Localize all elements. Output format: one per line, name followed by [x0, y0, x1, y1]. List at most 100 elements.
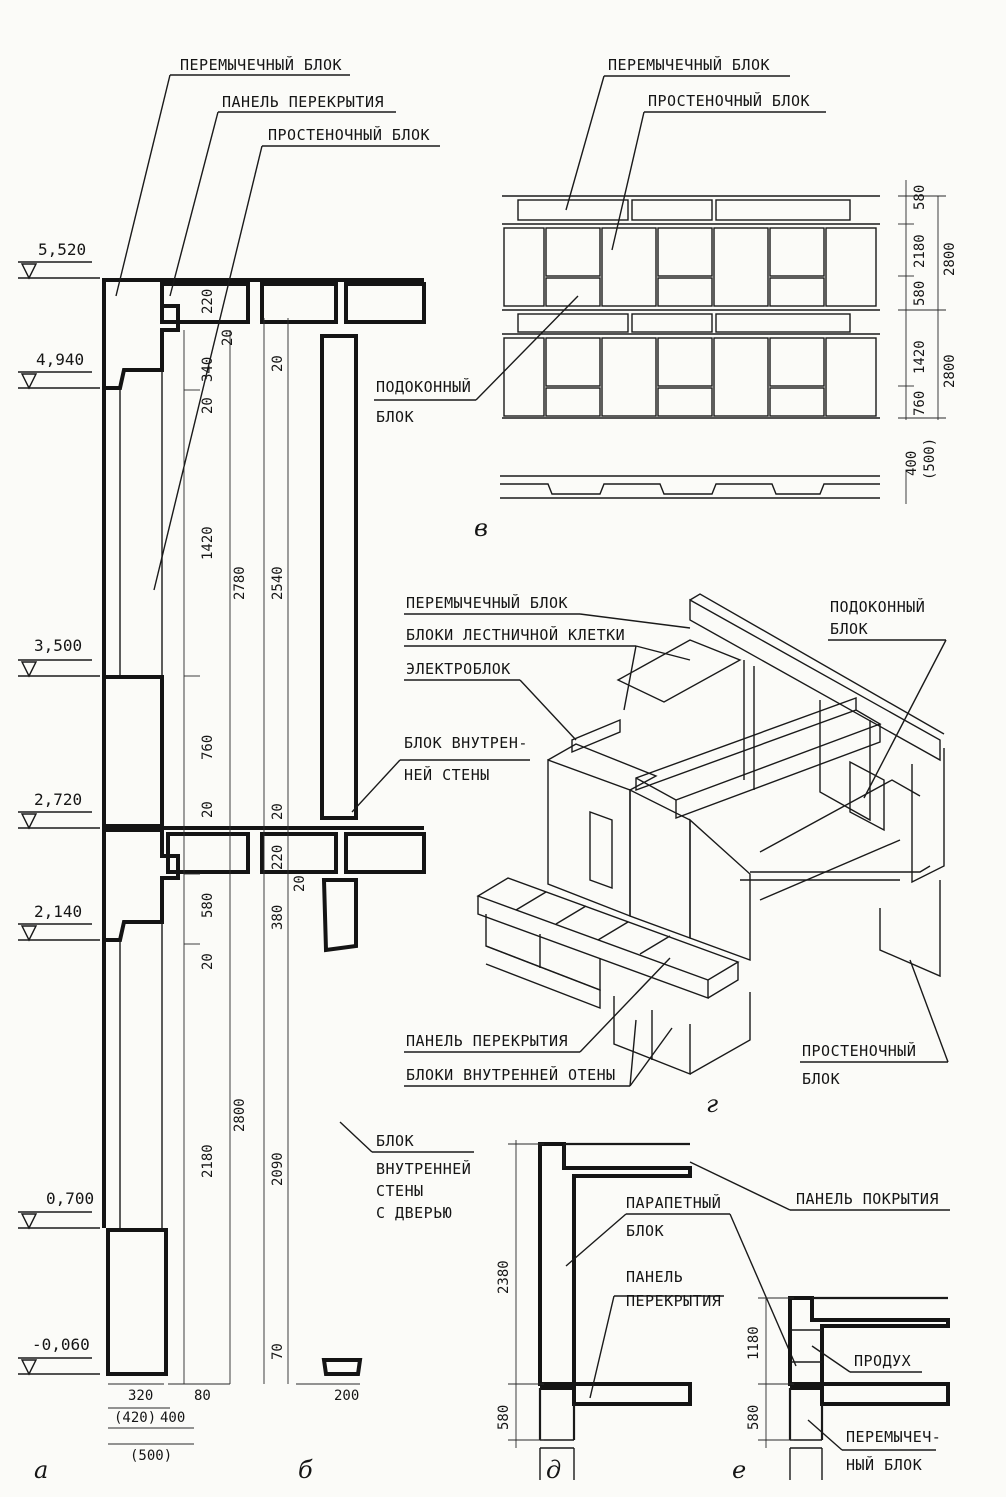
- dim-2090: 2090: [270, 1152, 286, 1186]
- dim-580: 580: [746, 1405, 762, 1430]
- panel-a-callouts: ПЕРЕМЫЧЕЧНЫЙ БЛОК ПАНЕЛЬ ПЕРЕКРЫТИЯ ПРОС…: [115, 55, 530, 1222]
- dim-580: 580: [496, 1405, 512, 1430]
- dim-380: 380: [270, 905, 286, 930]
- floor-panels: [160, 282, 426, 874]
- dim-2800: 2800: [942, 354, 958, 388]
- panel-d-parapet: 2380 580 ПАНЕЛЬ ПОКРЫТИЯ ПАРАПЕТНЫЙ БЛОК…: [496, 1140, 950, 1484]
- level-mark: 2,140: [18, 902, 100, 942]
- dim-20: 20: [292, 875, 308, 892]
- label-door-block-1: БЛОК: [376, 1132, 414, 1150]
- label-lintel-block: ПЕРЕМЫЧЕЧНЫЙ БЛОК: [180, 55, 342, 74]
- panel-letter-v: в: [474, 514, 488, 542]
- exterior-wall: [102, 278, 424, 1376]
- dim-1180: 1180: [746, 1326, 762, 1360]
- dim-20: 20: [200, 953, 216, 970]
- dim-760: 760: [200, 735, 216, 760]
- label-lintel-block: ПЕРЕМЫЧЕЧНЫЙ БЛОК: [406, 593, 568, 612]
- label-door-block-3: СТЕНЫ: [376, 1182, 424, 1200]
- panel-a-section: 5,520 4,940 3,500 2,720: [18, 55, 530, 1484]
- level-mark: 0,700: [18, 1189, 100, 1230]
- dimension-lines: [108, 318, 360, 1445]
- panel-letter-a: а: [34, 1456, 48, 1484]
- panel-g-isometric: ПЕРЕМЫЧЕЧНЫЙ БЛОК БЛОКИ ЛЕСТНИЧНОЙ КЛЕТК…: [404, 593, 949, 1118]
- dim-20: 20: [200, 397, 216, 414]
- level-mark: 2,720: [18, 790, 100, 830]
- dim-2800: 2800: [942, 242, 958, 276]
- pier-blocks-row-1: [503, 227, 877, 307]
- dim-400: 400: [904, 451, 920, 476]
- plan-strip: [500, 475, 880, 499]
- dim-420: (420): [114, 1410, 156, 1426]
- dim-580: 580: [200, 893, 216, 918]
- dim-1420: 1420: [200, 526, 216, 560]
- level-4940: 4,940: [36, 350, 84, 369]
- label-vent: ПРОДУХ: [854, 1352, 911, 1370]
- label-parapet-block-1: ПАРАПЕТНЫЙ: [626, 1193, 721, 1212]
- panel-letter-d: д: [546, 1456, 561, 1484]
- level-mark: -0,060: [18, 1335, 100, 1376]
- level-minus0060: -0,060: [32, 1335, 90, 1354]
- label-lintel-block-2: НЫЙ БЛОК: [846, 1455, 922, 1474]
- iso-walls: [547, 593, 945, 978]
- level-mark: 3,500: [18, 636, 100, 678]
- pier-blocks-row-2: [503, 337, 877, 417]
- panel-letter-e: е: [732, 1456, 746, 1484]
- dim-2180: 2180: [200, 1144, 216, 1178]
- label-inner-wall-block: БЛОК ВНУТРЕН-: [404, 734, 528, 752]
- dim-1420: 1420: [912, 340, 928, 374]
- level-mark: 5,520: [18, 240, 100, 280]
- label-sill-block-2: БЛОК: [830, 620, 868, 638]
- dim-400: 400: [160, 1410, 185, 1426]
- level-marks: 5,520 4,940 3,500 2,720: [18, 240, 100, 1376]
- dim-20: 20: [270, 803, 286, 820]
- panel-letter-b: б: [298, 1456, 313, 1484]
- label-pier-block: ПРОСТЕНОЧНЫЙ БЛОК: [648, 91, 810, 110]
- dim-20: 20: [270, 355, 286, 372]
- label-sill-block-1: ПОДОКОННЫЙ: [376, 377, 471, 396]
- label-lintel-block: ПЕРЕМЫЧЕЧНЫЙ БЛОК: [608, 55, 770, 74]
- label-inner-wall-blocks: БЛОКИ ВНУТРЕННЕЙ ОТЕНЫ: [406, 1065, 616, 1084]
- label-floor-panel: ПАНЕЛЬ ПЕРЕКРЫТИЯ: [222, 93, 384, 111]
- dim-70: 70: [270, 1343, 286, 1360]
- label-sill-block-1: ПОДОКОННЫЙ: [830, 597, 925, 616]
- label-sill-block-2: БЛОК: [376, 408, 414, 426]
- panel-e-vent: 1180 580 ПРОДУХ ПЕРЕМЫЧЕЧ- НЫЙ БЛОК е: [732, 1296, 950, 1484]
- dim-20: 20: [200, 801, 216, 818]
- dim-2180: 2180: [912, 234, 928, 268]
- label-pier-block-2: БЛОК: [802, 1070, 840, 1088]
- label-floor-panel-2: ПЕРЕКРЫТИЯ: [626, 1292, 721, 1310]
- inner-wall-blocks: [320, 334, 363, 1376]
- dim-200: 200: [334, 1388, 359, 1404]
- panel-g-callouts: ПЕРЕМЫЧЕЧНЫЙ БЛОК БЛОКИ ЛЕСТНИЧНОЙ КЛЕТК…: [404, 593, 949, 1088]
- panel-letter-g: г: [706, 1090, 718, 1118]
- level-5520: 5,520: [38, 240, 86, 259]
- dim-2380: 2380: [496, 1260, 512, 1294]
- dim-2540: 2540: [270, 566, 286, 600]
- label-inner-wall-block-2: НЕЙ СТЕНЫ: [404, 765, 490, 784]
- dim-580: 580: [912, 185, 928, 210]
- label-pier-block-1: ПРОСТЕНОЧНЫЙ: [802, 1041, 916, 1060]
- label-floor-panel-1: ПАНЕЛЬ: [626, 1268, 683, 1286]
- dim-220: 220: [200, 289, 216, 314]
- dim-500: (500): [130, 1448, 172, 1464]
- level-mark: 4,940: [18, 350, 100, 390]
- level-0700: 0,700: [46, 1189, 94, 1208]
- level-2720: 2,720: [34, 790, 82, 809]
- iso-front-floor: [476, 877, 740, 1000]
- label-electro-block: ЭЛЕКТРОБЛОК: [406, 660, 511, 678]
- label-door-block-2: ВНУТРЕННЕЙ: [376, 1159, 471, 1178]
- iso-lower-blocks: [485, 914, 751, 1076]
- label-floor-panel: ПАНЕЛЬ ПЕРЕКРЫТИЯ: [406, 1032, 568, 1050]
- dim-320: 320: [128, 1388, 153, 1404]
- dim-500: (500): [922, 438, 938, 480]
- label-stair-blocks: БЛОКИ ЛЕСТНИЧНОЙ КЛЕТКИ: [406, 625, 625, 644]
- panel-v-dims: 580 2180 580 1420 760 2800 2800 400 (500…: [898, 180, 958, 504]
- dim-2800: 2800: [232, 1098, 248, 1132]
- label-door-block-4: С ДВЕРЬЮ: [376, 1204, 452, 1222]
- lintel-row-1: [517, 199, 851, 333]
- label-parapet-block-2: БЛОК: [626, 1222, 664, 1240]
- dim-760: 760: [912, 391, 928, 416]
- dim-220: 220: [270, 845, 286, 870]
